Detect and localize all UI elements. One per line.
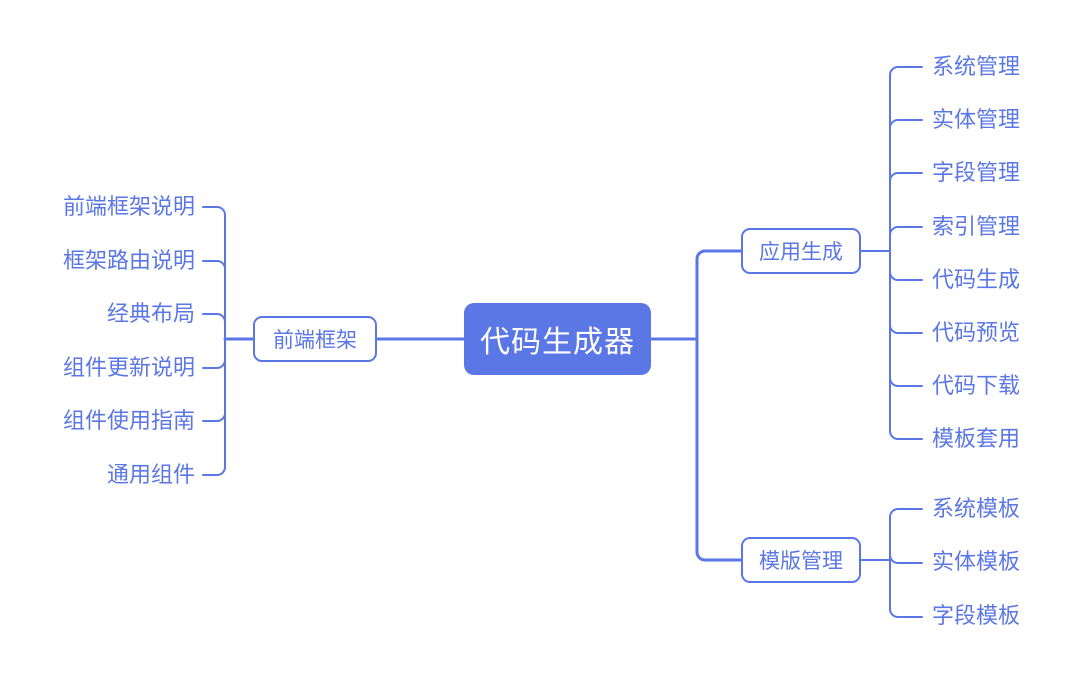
left-leaf-connectors xyxy=(202,206,226,476)
leaf-node-system-management[interactable]: 系统管理 xyxy=(932,54,1021,79)
right-branch-connectors xyxy=(649,249,743,562)
leaf-node-code-generation[interactable]: 代码生成 xyxy=(932,267,1021,292)
leaf-node-frontend-doc[interactable]: 前端框架说明 xyxy=(62,194,195,219)
leaf-node-template-apply[interactable]: 模板套用 xyxy=(932,426,1021,451)
branch-node-frontend-framework[interactable]: 前端框架 xyxy=(253,316,377,362)
branch-node-app-generation[interactable]: 应用生成 xyxy=(741,228,861,274)
leaf-node-classic-layout[interactable]: 经典布局 xyxy=(106,301,195,326)
leaf-node-field-management[interactable]: 字段管理 xyxy=(932,160,1021,185)
template-leaf-connectors xyxy=(860,508,923,618)
leaf-node-code-download[interactable]: 代码下载 xyxy=(932,373,1021,398)
leaf-node-index-management[interactable]: 索引管理 xyxy=(932,214,1021,239)
root-node[interactable]: 代码生成器 xyxy=(464,303,651,375)
leaf-node-system-template[interactable]: 系统模板 xyxy=(932,496,1021,521)
leaf-node-component-usage-guide[interactable]: 组件使用指南 xyxy=(62,408,195,433)
leaf-node-entity-management[interactable]: 实体管理 xyxy=(932,107,1021,132)
leaf-node-field-template[interactable]: 字段模板 xyxy=(932,603,1021,628)
branch-node-template-management[interactable]: 模版管理 xyxy=(741,537,861,583)
leaf-node-code-preview[interactable]: 代码预览 xyxy=(932,320,1021,345)
leaf-node-entity-template[interactable]: 实体模板 xyxy=(932,549,1021,574)
leaf-node-component-update-doc[interactable]: 组件更新说明 xyxy=(62,355,195,380)
app-leaf-connectors xyxy=(860,66,923,440)
leaf-node-common-components[interactable]: 通用组件 xyxy=(106,462,195,487)
leaf-node-router-doc[interactable]: 框架路由说明 xyxy=(62,248,195,273)
